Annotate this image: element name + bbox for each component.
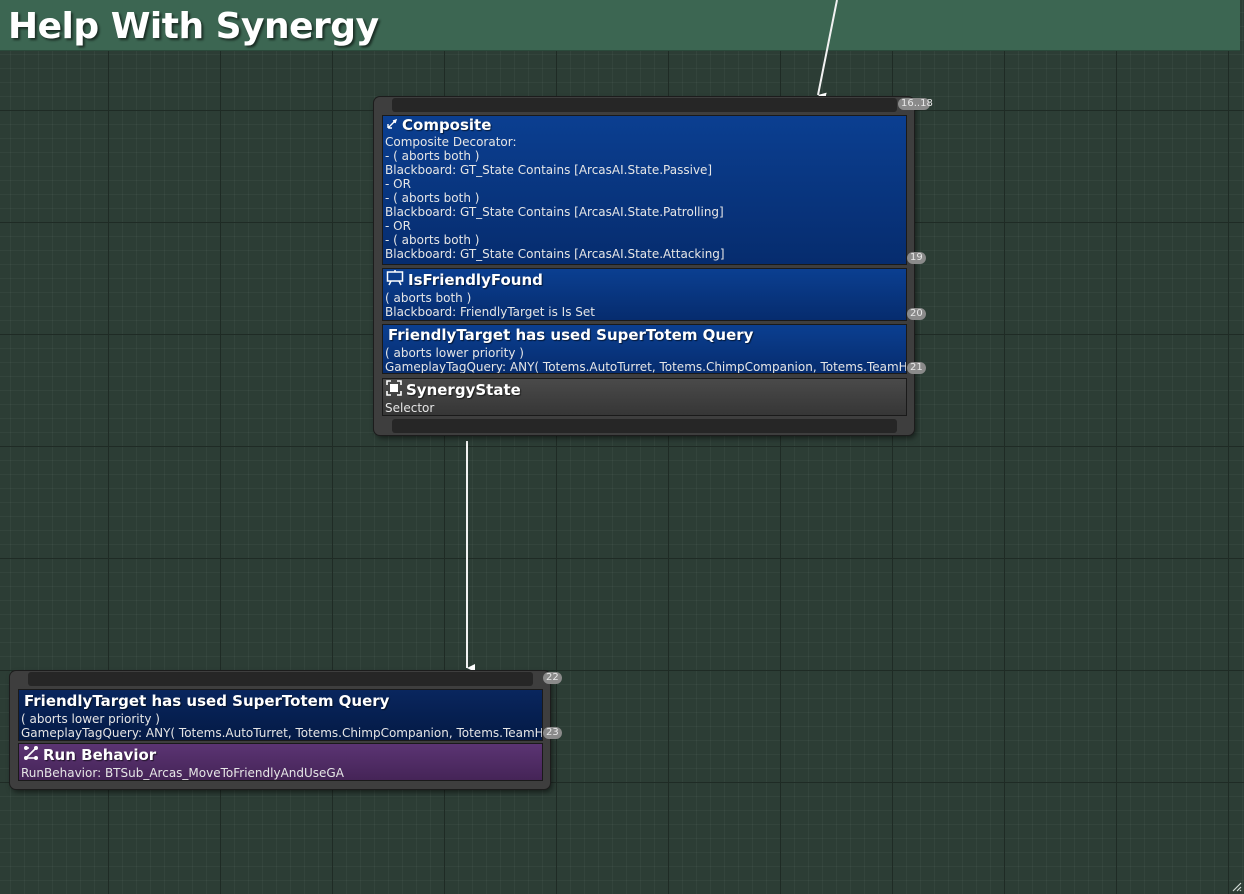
supertotem-query-title: FriendlyTarget has used SuperTotem Query <box>24 691 390 710</box>
composite-line: - ( aborts both ) <box>385 233 480 247</box>
synergy-state-node[interactable]: 16..18 Composite Composite Decorator: - … <box>374 97 933 435</box>
run-behavior-subtitle: RunBehavior: BTSub_Arcas_MoveToFriendlyA… <box>21 766 344 780</box>
composite-line: - ( aborts both ) <box>385 149 480 163</box>
decorator-line: GameplayTagQuery: ANY( Totems.AutoTurret… <box>21 726 543 740</box>
output-pin[interactable] <box>392 419 897 433</box>
composite-decorator[interactable]: Composite Composite Decorator: - ( abort… <box>382 115 907 265</box>
input-pin[interactable] <box>392 98 897 112</box>
supertotem-query-title: FriendlyTarget has used SuperTotem Query <box>388 326 754 344</box>
comment-title: Help With Synergy <box>8 6 379 47</box>
is-friendly-found-decorator[interactable]: IsFriendlyFound ( aborts both ) Blackboa… <box>382 268 907 321</box>
synergy-state-title: SynergyState <box>406 380 521 399</box>
composite-line: - OR <box>385 177 411 191</box>
composite-decorator-icon <box>386 116 398 135</box>
run-behavior-title: Run Behavior <box>43 745 157 764</box>
selector-icon <box>386 379 402 401</box>
selector-subtitle: Selector <box>385 401 435 415</box>
composite-line: - OR <box>385 219 411 233</box>
supertotem-query-index-badge: 23 <box>543 727 562 739</box>
resize-grip-icon[interactable] <box>1230 880 1242 892</box>
comment-box-header[interactable]: Help With Synergy <box>0 0 1240 51</box>
blackboard-icon <box>386 269 404 291</box>
composite-line: Blackboard: GT_State Contains [ArcasAI.S… <box>385 247 725 261</box>
execution-index-badge: 16..18 <box>898 98 933 110</box>
run-behavior-icon <box>23 745 39 766</box>
decorator-line: ( aborts lower priority ) <box>385 346 524 360</box>
composite-title: Composite <box>402 116 492 134</box>
composite-index-badge: 19 <box>907 252 926 264</box>
decorator-line: ( aborts both ) <box>385 291 472 305</box>
run-behavior-task[interactable]: Run Behavior RunBehavior: BTSub_Arcas_Mo… <box>18 743 543 781</box>
composite-line: Blackboard: GT_State Contains [ArcasAI.S… <box>385 205 724 219</box>
decorator-line: ( aborts lower priority ) <box>21 712 160 726</box>
input-pin[interactable] <box>28 672 533 686</box>
composite-line: - ( aborts both ) <box>385 191 480 205</box>
run-behavior-node[interactable]: 22 FriendlyTarget has used SuperTotem Qu… <box>10 671 562 789</box>
is-friendly-found-title: IsFriendlyFound <box>408 270 543 289</box>
synergy-state-selector[interactable]: SynergyState Selector <box>382 378 907 416</box>
supertotem-query-decorator[interactable]: FriendlyTarget has used SuperTotem Query… <box>382 324 907 374</box>
supertotem-query-index-badge: 21 <box>907 362 926 374</box>
composite-line: Blackboard: GT_State Contains [ArcasAI.S… <box>385 163 713 177</box>
execution-index-badge: 22 <box>543 672 562 684</box>
is-friendly-found-index-badge: 20 <box>907 308 926 320</box>
composite-line: Composite Decorator: <box>385 135 517 149</box>
decorator-line: Blackboard: FriendlyTarget is Is Set <box>385 305 595 319</box>
decorator-line: GameplayTagQuery: ANY( Totems.AutoTurret… <box>385 360 907 374</box>
supertotem-query-decorator[interactable]: FriendlyTarget has used SuperTotem Query… <box>18 689 543 741</box>
